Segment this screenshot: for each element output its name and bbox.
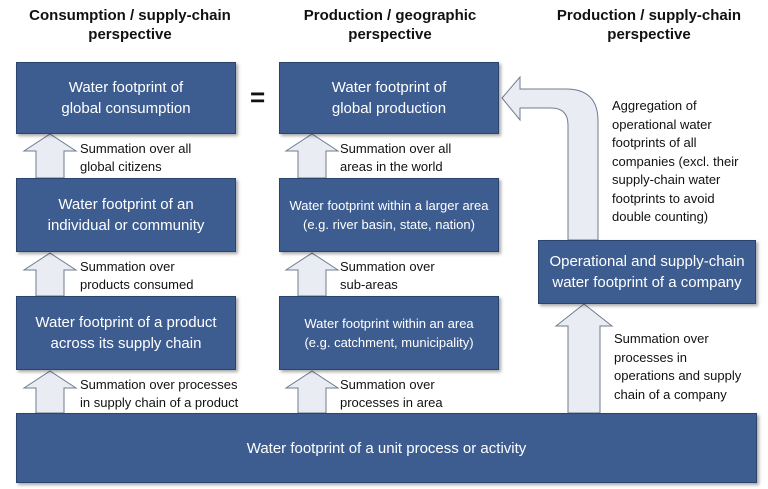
equals-sign: = <box>250 82 266 112</box>
arrow-up-products-consumed <box>22 252 78 297</box>
label-sub-areas: Summation over sub-areas <box>340 259 435 292</box>
box-unit-process: Water footprint of a unit process or act… <box>16 413 757 483</box>
label-processes-product: Summation over processes in supply chain… <box>80 377 239 410</box>
label-products-consumed: Summation over products consumed <box>80 259 194 292</box>
header-supply-chain-perspective: Production / supply-chain perspective <box>556 7 742 43</box>
box-product-supply-chain: Water footprint of a product across its … <box>16 296 236 370</box>
header-consumption-perspective: Consumption / supply-chain perspective <box>29 7 231 43</box>
label-aggregation: Aggregation of operational water footpri… <box>612 98 739 224</box>
label-areas-world: Summation over all areas in the world <box>340 141 452 174</box>
arrow-up-areas-world <box>284 133 340 179</box>
arrow-up-processes-area <box>284 370 340 414</box>
box-area: Water footprint within an area (e.g. cat… <box>279 296 499 370</box>
label-global-citizens: Summation over all global citizens <box>80 141 192 174</box>
arrow-up-processes-company <box>554 303 614 414</box>
arrow-up-sub-areas <box>284 252 340 297</box>
box-company: Operational and supply-chain water footp… <box>538 240 756 304</box>
arrow-bent-aggregation <box>501 75 599 241</box>
label-processes-area: Summation over processes in area <box>340 377 443 410</box>
arrow-up-global-citizens <box>22 133 78 179</box>
box-global-consumption: Water footprint of global consumption <box>16 62 236 134</box>
box-individual-community: Water footprint of an individual or comm… <box>16 178 236 252</box>
label-processes-company: Summation over processes in operations a… <box>614 331 742 402</box>
box-larger-area: Water footprint within a larger area (e.… <box>279 178 499 252</box>
header-geographic-perspective: Production / geographic perspective <box>303 7 477 43</box>
box-global-production: Water footprint of global production <box>279 62 499 134</box>
arrow-up-processes-product <box>22 370 78 414</box>
